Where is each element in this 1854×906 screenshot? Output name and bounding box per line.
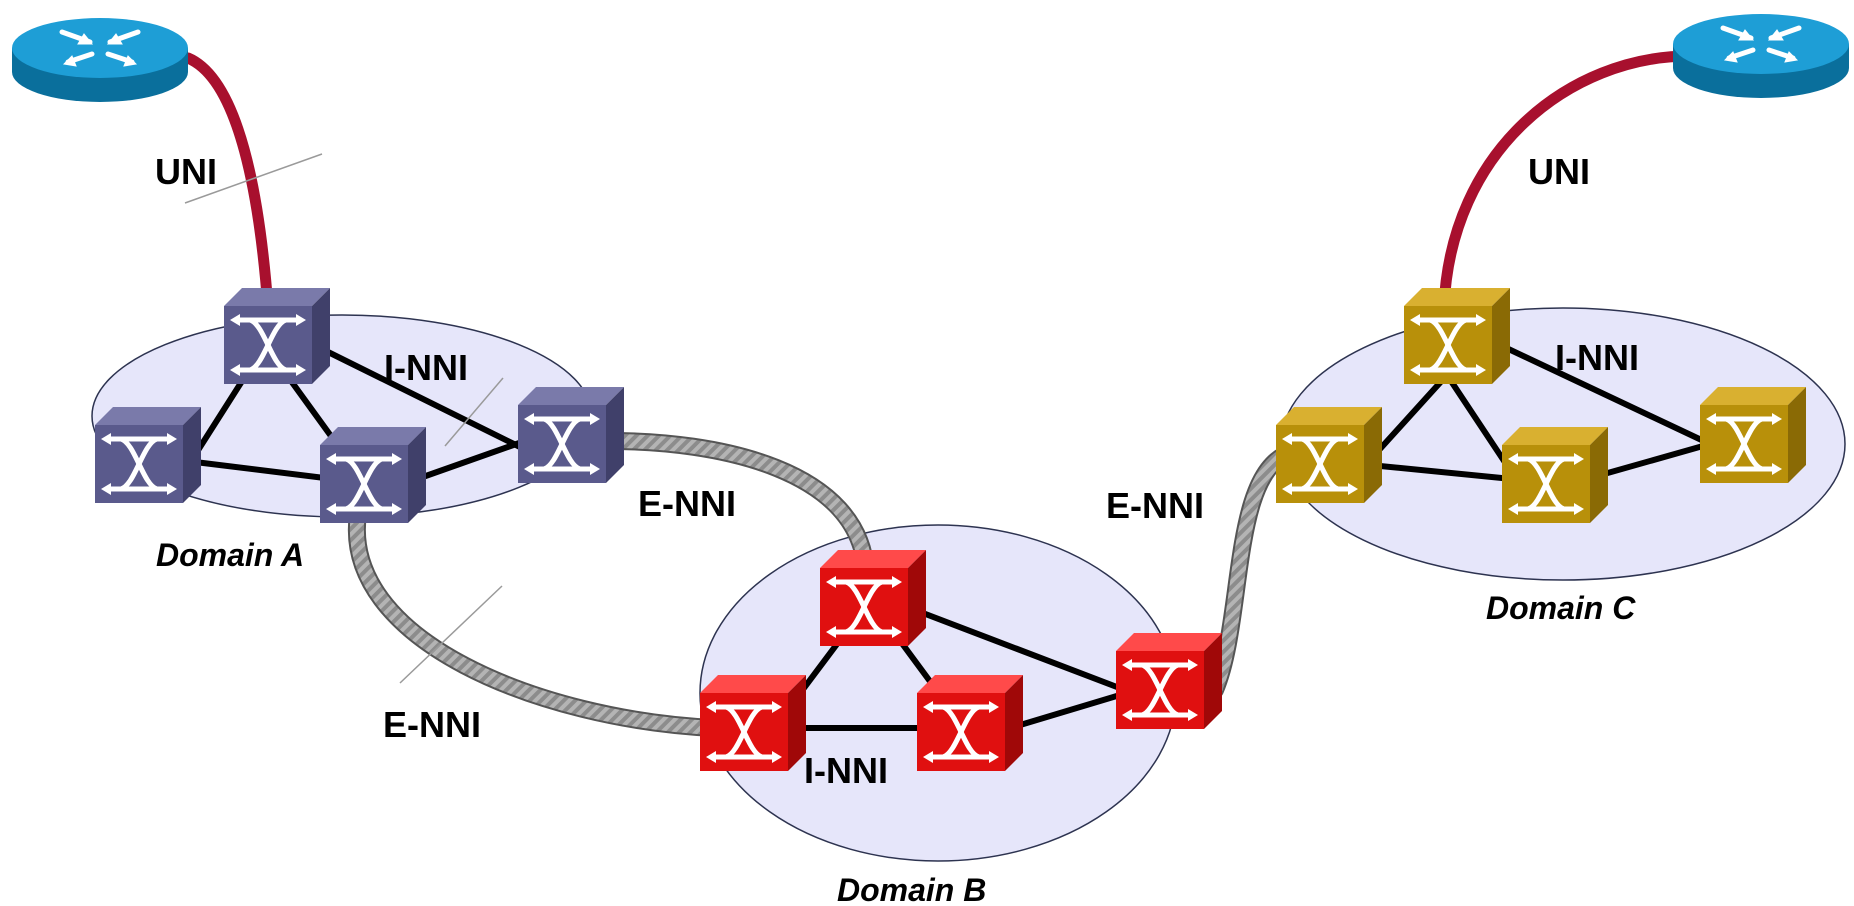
router-icon[interactable] — [1673, 14, 1849, 98]
optical-switch-icon[interactable] — [320, 427, 426, 523]
router-icon[interactable] — [12, 18, 188, 102]
optical-switch-icon[interactable] — [224, 288, 330, 384]
optical-switch-icon[interactable] — [1700, 387, 1806, 483]
annotation-strokes — [184, 153, 504, 684]
optical-switch-icon[interactable] — [700, 675, 806, 771]
uni-label: UNI — [1528, 151, 1590, 192]
inni-label: I-NNI — [1555, 337, 1639, 378]
enni-label: E-NNI — [638, 483, 736, 524]
optical-switch-icon[interactable] — [1116, 633, 1222, 729]
inni-label: I-NNI — [804, 750, 888, 791]
optical-switch-icon[interactable] — [1276, 407, 1382, 503]
enni-label: E-NNI — [1106, 485, 1204, 526]
inni-label: I-NNI — [384, 347, 468, 388]
uni-links — [182, 50, 1696, 314]
enni-links — [347, 431, 1301, 737]
optical-switch-icon[interactable] — [518, 387, 624, 483]
optical-switch-icon[interactable] — [1404, 288, 1510, 384]
uni-label: UNI — [155, 151, 217, 192]
optical-switch-icon[interactable] — [917, 675, 1023, 771]
domain-a-label: Domain A — [156, 537, 304, 573]
domain-c-label: Domain C — [1486, 590, 1636, 626]
optical-switch-icon[interactable] — [95, 407, 201, 503]
enni-label: E-NNI — [383, 704, 481, 745]
optical-switch-icon[interactable] — [820, 550, 926, 646]
optical-switch-icon[interactable] — [1502, 427, 1608, 523]
domain-b-label: Domain B — [837, 872, 986, 906]
